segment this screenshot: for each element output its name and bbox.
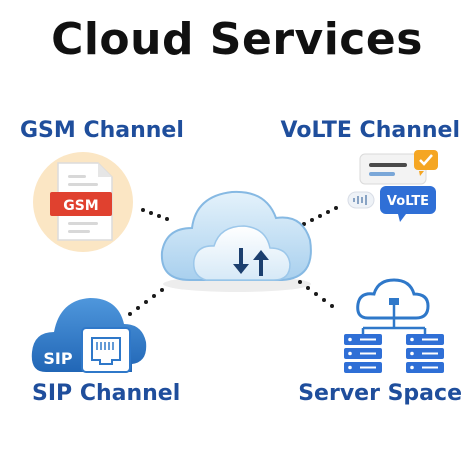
server-cloud-icon	[344, 278, 444, 373]
page-title: Cloud Services	[51, 14, 423, 65]
sip-channel-label: SIP Channel	[32, 381, 181, 406]
volte-badge-text: VoLTE	[387, 194, 429, 209]
upload-arrow-icon	[253, 250, 269, 276]
gsm-document-icon: GSM	[33, 152, 133, 252]
gsm-channel-label: GSM Channel	[20, 118, 184, 143]
central-cloud-icon	[160, 190, 312, 292]
gsm-badge-text: GSM	[63, 198, 99, 214]
sip-badge-text: SIP	[43, 349, 72, 368]
server-space-label: Server Space	[298, 381, 462, 406]
volte-channel-label: VoLTE Channel	[280, 118, 460, 143]
volte-chat-icon: VoLTE	[347, 150, 438, 222]
download-arrow-icon	[233, 248, 249, 274]
sip-cloud-port-icon: SIP	[31, 298, 147, 373]
